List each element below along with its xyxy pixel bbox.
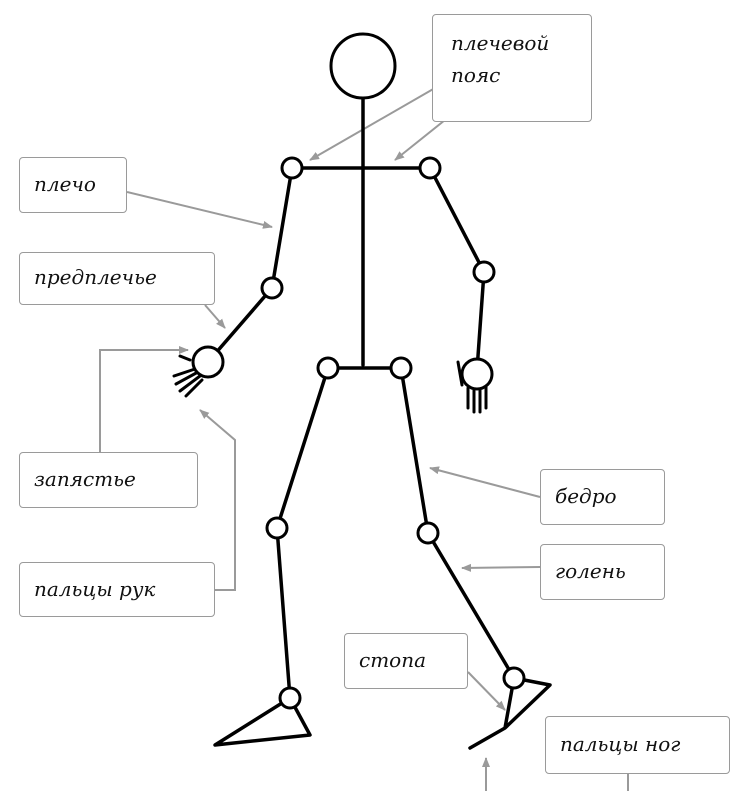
arrow-thigh <box>429 466 541 498</box>
right-shoulder-joint <box>418 156 442 180</box>
arrow-shoulder-girdle-right <box>394 119 446 161</box>
label-wrist: запястье <box>19 452 198 508</box>
joints <box>191 32 526 710</box>
left-thigh <box>275 366 330 530</box>
right-forearm <box>475 270 486 372</box>
skeleton <box>172 96 552 750</box>
label-fingers: пальцы рук <box>19 562 215 617</box>
label-shoulder: плечо <box>19 157 127 213</box>
head <box>329 32 397 100</box>
arrow-shin <box>461 563 541 572</box>
right-hip-joint <box>389 356 413 380</box>
right-upper-arm <box>428 166 486 274</box>
label-shin: голень <box>540 544 665 600</box>
arrow-foot <box>467 671 506 711</box>
right-hand-fingers <box>456 360 488 414</box>
label-toes: пальцы ног <box>545 716 730 774</box>
left-ankle-joint <box>278 686 302 710</box>
left-foot <box>213 696 312 747</box>
right-elbow-joint <box>472 260 496 284</box>
pointer-arrows <box>99 87 629 791</box>
label-forearm: предплечье <box>19 252 215 305</box>
right-thigh <box>399 366 430 535</box>
label-shoulder-girdle: плечевой пояс <box>432 14 592 122</box>
right-wrist-joint <box>460 357 494 391</box>
left-elbow-joint <box>260 276 284 300</box>
left-shoulder-joint <box>280 156 304 180</box>
right-shin <box>426 531 516 680</box>
left-shin <box>275 526 292 700</box>
arrow-forearm <box>204 304 226 329</box>
left-upper-arm <box>270 166 294 290</box>
right-knee-joint <box>416 521 440 545</box>
right-ankle-joint <box>502 666 526 690</box>
left-knee-joint <box>265 516 289 540</box>
label-foot: стопа <box>344 633 468 689</box>
arrow-shoulder-girdle-left <box>309 87 436 161</box>
arrow-shoulder <box>126 191 273 229</box>
right-foot <box>468 676 552 750</box>
arrow-fingers <box>199 409 236 591</box>
arrow-wrist <box>99 346 189 452</box>
left-hip-joint <box>316 356 340 380</box>
left-wrist-joint <box>191 345 225 379</box>
label-thigh: бедро <box>540 469 665 525</box>
